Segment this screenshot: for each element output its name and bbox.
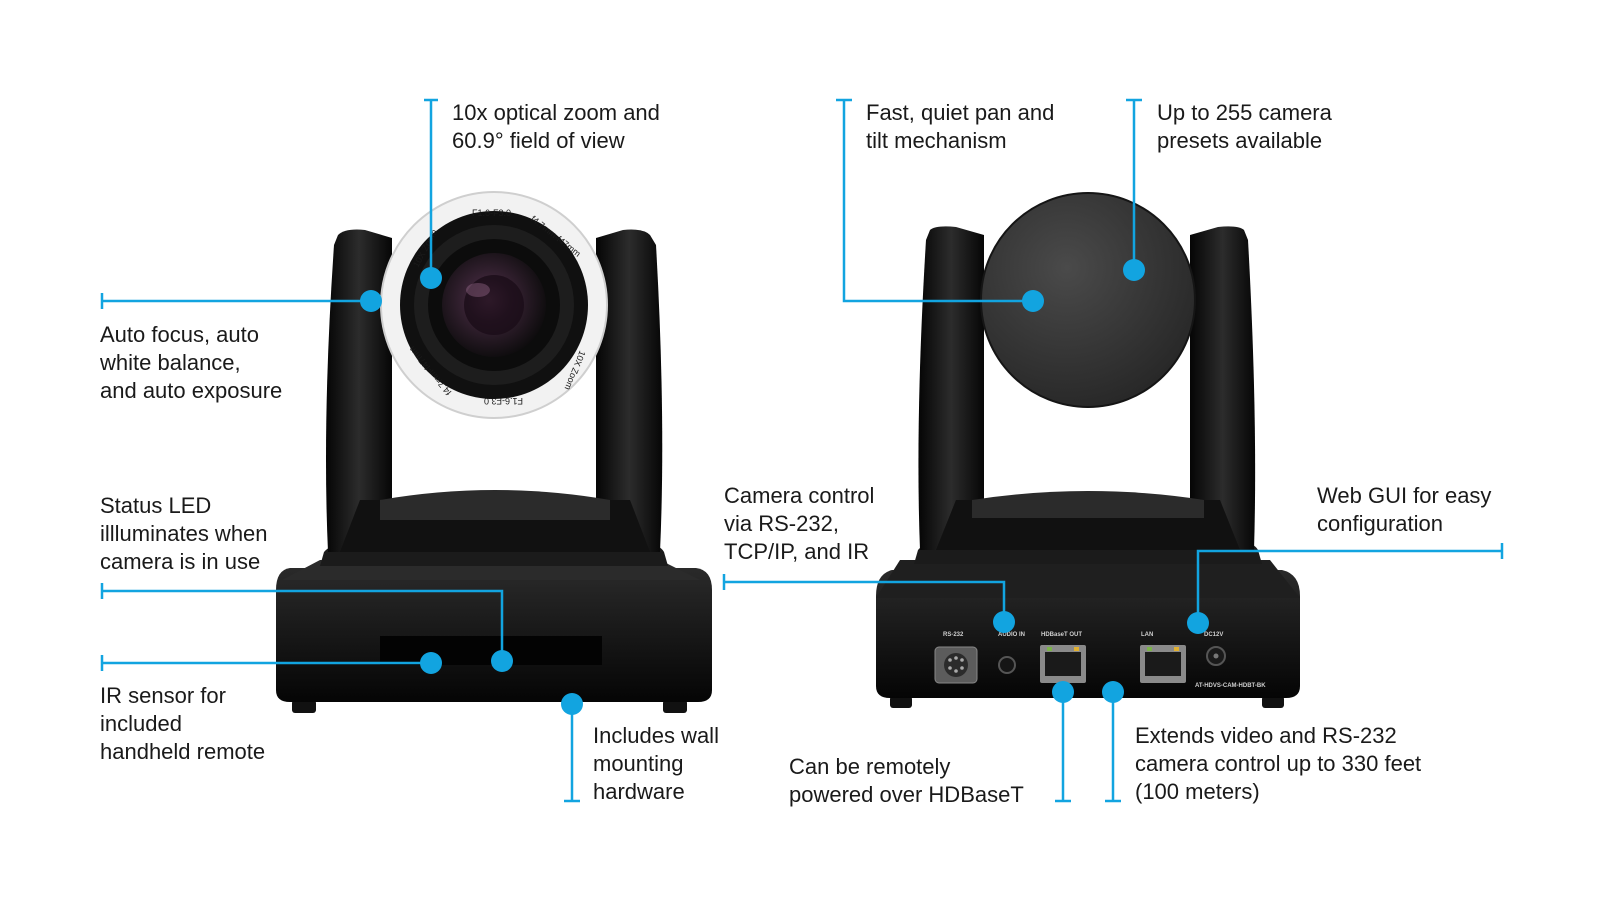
callout-led-line2: illluminates when <box>100 521 268 546</box>
callout-auto: Auto focus, auto white balance, and auto… <box>100 321 282 405</box>
callout-presets-line2: presets available <box>1157 128 1323 153</box>
port-label-audio: AUDIO IN <box>998 632 1025 638</box>
callout-dots <box>360 259 1209 715</box>
front-foot-right <box>663 700 687 713</box>
rear-base <box>876 570 1300 698</box>
front-camera: F1.6-F3.0 f4.7mm-f47mm 10X Zoom F1.6-F3.… <box>276 191 712 713</box>
callout-wall: Includes wall mounting hardware <box>593 722 719 806</box>
callout-wall-line3: hardware <box>593 779 685 804</box>
callout-ir-line2: included <box>100 711 182 736</box>
callout-webgui-line1: Web GUI for easy <box>1317 483 1492 508</box>
callout-zoom: 10x optical zoom and 60.9° field of view <box>452 99 660 155</box>
leader-presets <box>1126 98 1142 268</box>
dot-ir <box>420 652 442 674</box>
callout-power-line2: powered over HDBaseT <box>789 782 1024 807</box>
lens-aperture-text: F1.6-F3.0 <box>472 208 511 218</box>
callout-auto-line2: white balance, <box>100 350 241 375</box>
callout-auto-line3: and auto exposure <box>100 378 283 403</box>
leader-zoom <box>424 98 438 276</box>
callout-control-line2: via RS-232, <box>724 511 839 536</box>
callout-pan-line1: Fast, quiet pan and <box>866 100 1055 125</box>
leader-control <box>722 574 1006 620</box>
callout-control-line1: Camera control <box>724 483 875 508</box>
callout-extend-line1: Extends video and RS-232 <box>1135 723 1397 748</box>
callout-zoom-line1: 10x optical zoom and <box>452 100 660 125</box>
callout-led-line3: camera is in use <box>100 549 261 574</box>
callout-pan-line2: tilt mechanism <box>866 128 1007 153</box>
front-base <box>276 568 712 702</box>
callout-extend: Extends video and RS-232 camera control … <box>1135 722 1421 806</box>
dot-power <box>1052 681 1074 703</box>
callout-auto-line1: Auto focus, auto <box>100 322 259 347</box>
port-label-dc12v: DC12V <box>1204 632 1223 638</box>
dot-zoom <box>420 267 442 289</box>
port-label-lan: LAN <box>1141 632 1153 638</box>
leader-ir <box>100 655 431 671</box>
callout-led-line1: Status LED <box>100 493 212 518</box>
callout-webgui-line2: configuration <box>1317 511 1443 536</box>
leader-led <box>100 583 504 659</box>
callout-pan: Fast, quiet pan and tilt mechanism <box>866 99 1054 155</box>
callout-wall-line2: mounting <box>593 751 684 776</box>
callout-webgui: Web GUI for easy configuration <box>1317 482 1491 538</box>
dot-webgui <box>1187 612 1209 634</box>
leader-webgui <box>1196 543 1504 621</box>
leader-extend <box>1105 692 1121 803</box>
callout-ir: IR sensor for included handheld remote <box>100 682 265 766</box>
callout-ir-line3: handheld remote <box>100 739 266 764</box>
leader-pan <box>836 98 1031 303</box>
leader-auto <box>100 293 371 309</box>
port-label-rs232: RS-232 <box>943 632 964 638</box>
rear-arm-right <box>1190 226 1256 550</box>
dot-wall <box>561 693 583 715</box>
callout-extend-line2: camera control up to 330 feet <box>1135 751 1422 776</box>
rear-arm-left <box>918 226 984 550</box>
callout-power-line1: Can be remotely <box>789 754 951 779</box>
callout-presets-line1: Up to 255 camera <box>1157 100 1332 125</box>
callout-control: Camera control via RS-232, TCP/IP, and I… <box>724 482 874 566</box>
rear-camera: RS-232 AUDIO IN HDBaseT OUT LAN DC12V AT… <box>876 192 1300 708</box>
dot-led <box>491 650 513 672</box>
dot-extend <box>1102 681 1124 703</box>
dot-presets <box>1123 259 1145 281</box>
dot-control <box>993 611 1015 633</box>
front-foot-left <box>292 700 316 713</box>
dot-pan <box>1022 290 1044 312</box>
leader-power <box>1055 692 1071 803</box>
callout-lines <box>100 98 1504 803</box>
callout-power: Can be remotely powered over HDBaseT <box>789 753 1024 809</box>
callout-extend-line3: (100 meters) <box>1135 779 1260 804</box>
ir-window <box>380 636 602 665</box>
model-number: AT-HDVS-CAM-HDBT-BK <box>1195 683 1266 689</box>
dot-auto <box>360 290 382 312</box>
rear-foot-left <box>890 696 912 708</box>
callout-led: Status LED illluminates when camera is i… <box>100 492 268 576</box>
lens-aperture-text-lower: F1.6-F3.0 <box>484 396 523 406</box>
leader-wall <box>564 704 580 803</box>
callout-control-line3: TCP/IP, and IR <box>724 539 870 564</box>
callout-wall-line1: Includes wall <box>593 723 719 748</box>
port-label-hdbaset: HDBaseT OUT <box>1041 632 1082 638</box>
audio-in-port <box>998 656 1016 674</box>
callout-zoom-line2: 60.9° field of view <box>452 128 625 153</box>
front-arm-right <box>596 229 663 553</box>
rear-foot-right <box>1262 696 1284 708</box>
callout-presets: Up to 255 camera presets available <box>1157 99 1332 155</box>
callout-ir-line1: IR sensor for <box>100 683 226 708</box>
